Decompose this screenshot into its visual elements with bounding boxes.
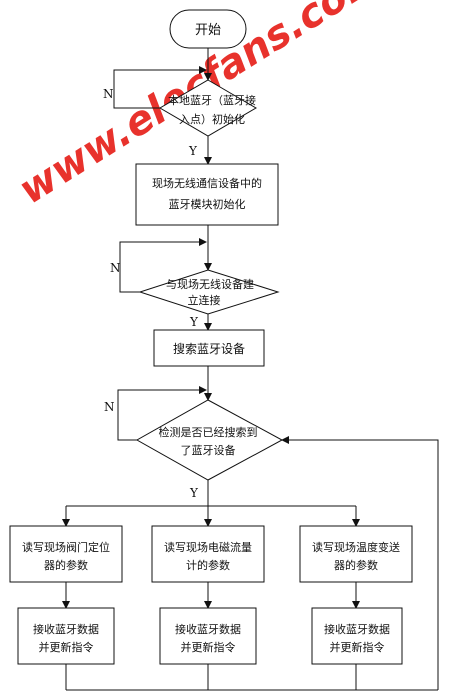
process-recv-3 [311,607,403,665]
decision-connect-line1: 与现场无线设备建 [166,277,254,291]
process-module-init-line2: 蓝牙模块初始化 [169,197,246,211]
label-no-init: N [103,87,114,101]
label-yes-detect: Y [189,486,199,500]
connector [281,436,439,690]
process-recv-3-line1: 接收蓝牙数据 [324,622,390,636]
process-search [153,329,265,367]
decision-detect [135,399,284,481]
connector [119,238,207,293]
label-no-connect: N [110,261,121,275]
process-read-valve-line2: 器的参数 [44,558,88,572]
process-read-flow-line1: 读写现场电磁流量 [164,540,252,554]
process-read-valve-line1: 读写现场阀门定位 [22,540,110,554]
label-yes-connect: Y [189,315,199,329]
process-recv-2-line2: 并更新指令 [181,640,236,654]
label-no-detect: N [104,400,115,414]
process-read-valve [9,525,123,583]
decision-detect-line2: 了蓝牙设备 [181,443,236,457]
process-recv-2 [159,607,257,665]
process-read-temp-line1: 读写现场温度变送 [312,540,400,554]
decision-detect-line1: 检测是否已经搜索到 [159,425,258,439]
decision-connect [138,269,280,315]
process-search-label: 搜索蓝牙设备 [173,341,245,356]
connector [113,66,207,109]
process-recv-1 [17,607,115,665]
decision-bt-init-line2: 入点）初始化 [179,112,245,126]
process-recv-2-line1: 接收蓝牙数据 [175,622,241,636]
decision-bt-init-line1: 本地蓝牙（蓝牙接 [168,93,256,107]
process-recv-3-line2: 并更新指令 [330,640,385,654]
start-label: 开始 [195,23,221,38]
process-read-flow-line2: 计的参数 [186,558,230,572]
process-recv-1-line1: 接收蓝牙数据 [33,622,99,636]
decision-connect-line2: 立连接 [188,293,221,307]
label-yes-init: Y [188,144,198,158]
connector [117,386,207,441]
start-terminal [169,9,247,49]
process-module-init [135,163,279,226]
process-recv-1-line2: 并更新指令 [39,640,94,654]
decision-bt-init [159,79,257,137]
process-read-temp [299,525,413,583]
process-read-temp-line2: 器的参数 [334,558,378,572]
process-module-init-line1: 现场无线通信设备中的 [152,176,262,190]
process-read-flow [151,525,265,583]
